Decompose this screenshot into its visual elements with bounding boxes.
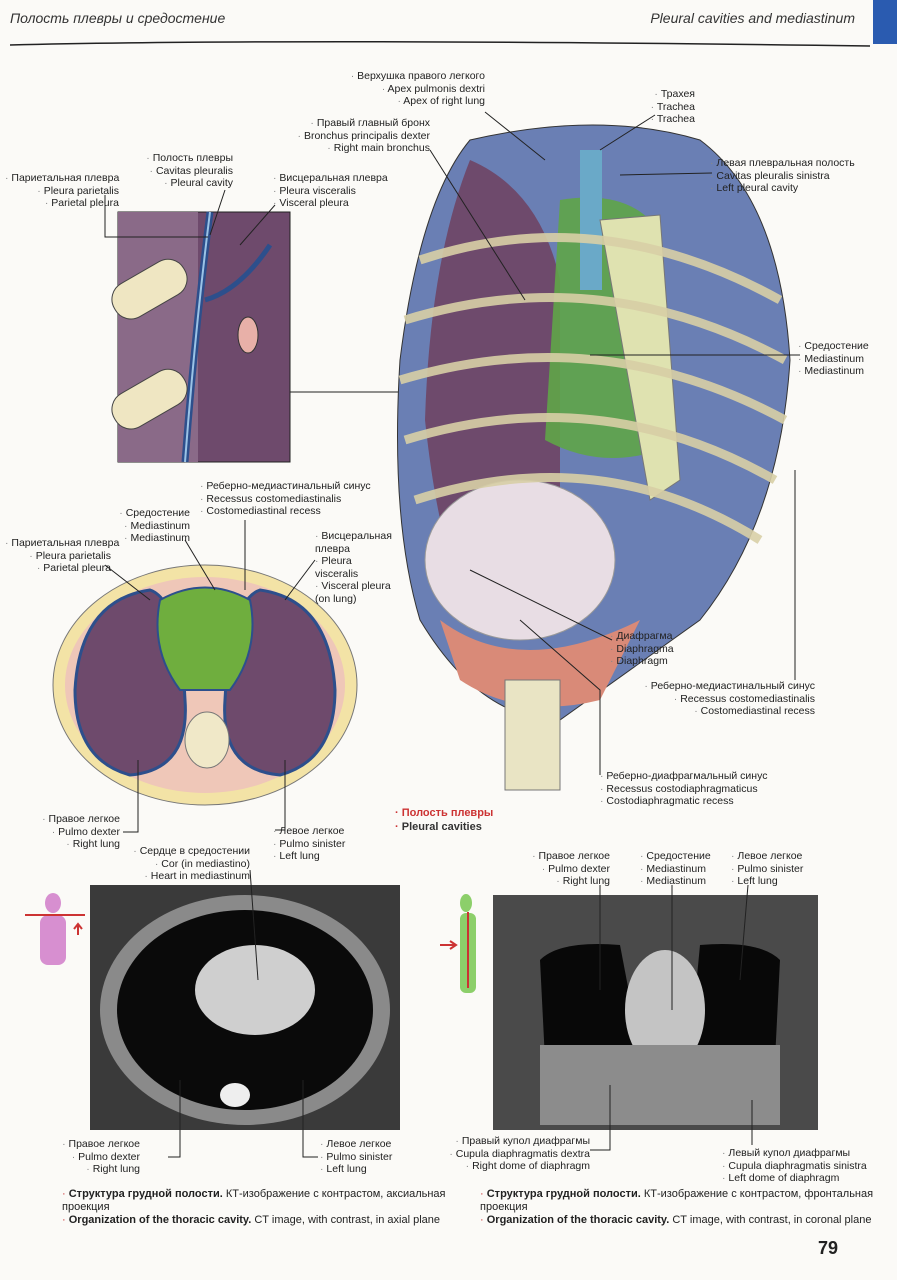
pleura-inset-illustration (111, 211, 291, 463)
ct-axial-image (90, 885, 400, 1130)
label-diaphragm: ДиафрагмаDiaphragmaDiaphragm (610, 630, 673, 668)
caption-axial: Структура грудной полости. КТ-изображени… (62, 1188, 452, 1227)
legend: Полость плеврыPleural cavities (395, 806, 494, 834)
ct-coronal-image (493, 895, 818, 1130)
label-apex: Верхушка правого легкогоApex pulmonis de… (330, 70, 485, 108)
thorax-illustration (397, 124, 791, 791)
label-parietal-mid: Париетальная плевраPleura parietalisPari… (5, 537, 119, 575)
label-visceral-mid: Висцеральная плевраPleura visceralisVisc… (315, 530, 395, 605)
label-pleural-cavity: Полость плеврыCavitas pleuralisPleural c… (130, 152, 233, 190)
label-parietal-top: Париетальная плевраPleura parietalisPari… (5, 172, 119, 210)
label-cor-right-lung: Правое легкоеPulmo dexterRight lung (530, 850, 610, 888)
label-left-cavity: Левая плевральная полостьCavitas pleural… (710, 157, 854, 195)
label-costodiaphragmatic: Реберно-диафрагмальный синусRecessus cos… (600, 770, 767, 808)
label-cor-mediastinum: СредостениеMediastinumMediastinum (640, 850, 710, 888)
header-rule (9, 40, 871, 47)
label-visceral-top: Висцеральная плевраPleura visceralisVisc… (273, 172, 387, 210)
page-number: 79 (818, 1238, 839, 1258)
label-trachea: ТрахеяTracheaTrachea (640, 88, 695, 126)
label-cor-left-lung: Левое легкоеPulmo sinisterLeft lung (731, 850, 803, 888)
label-left-dome: Левый купол диафрагмыCupula diaphragmati… (722, 1147, 866, 1185)
label-left-lung-axial: Левое легкоеPulmo sinisterLeft lung (273, 825, 345, 863)
label-costomed-right: Реберно-медиастинальный синусRecessus co… (640, 680, 815, 718)
label-right-dome: Правый купол диафрагмыCupula diaphragmat… (440, 1135, 590, 1173)
label-ct-right-lung: Правое легкоеPulmo dexterRight lung (50, 1138, 140, 1176)
label-mediastinum-mid: СредостениеMediastinumMediastinum (100, 507, 190, 545)
chapter-tab (873, 0, 897, 44)
axial-section-illustration (52, 564, 358, 806)
label-heart: Сердце в средостенииCor (in mediastino)H… (120, 845, 250, 883)
caption-coronal: Структура грудной полости. КТ-изображени… (480, 1188, 880, 1227)
label-ct-left-lung: Левое легкоеPulmo sinisterLeft lung (320, 1138, 392, 1176)
label-costomed-mid: Реберно-медиастинальный синусRecessus co… (200, 480, 370, 518)
header-right: Pleural cavities and mediastinum (650, 10, 855, 26)
header-left: Полость плевры и средостение (10, 10, 226, 26)
label-right-lung-axial: Правое легкоеPulmo dexterRight lung (20, 813, 120, 851)
label-mediastinum-right: СредостениеMediastinumMediastinum (798, 340, 868, 378)
body-orientation-icon-axial (25, 893, 85, 965)
label-bronchus: Правый главный бронхBronchus principalis… (280, 117, 430, 155)
body-orientation-icon-coronal (440, 894, 476, 993)
